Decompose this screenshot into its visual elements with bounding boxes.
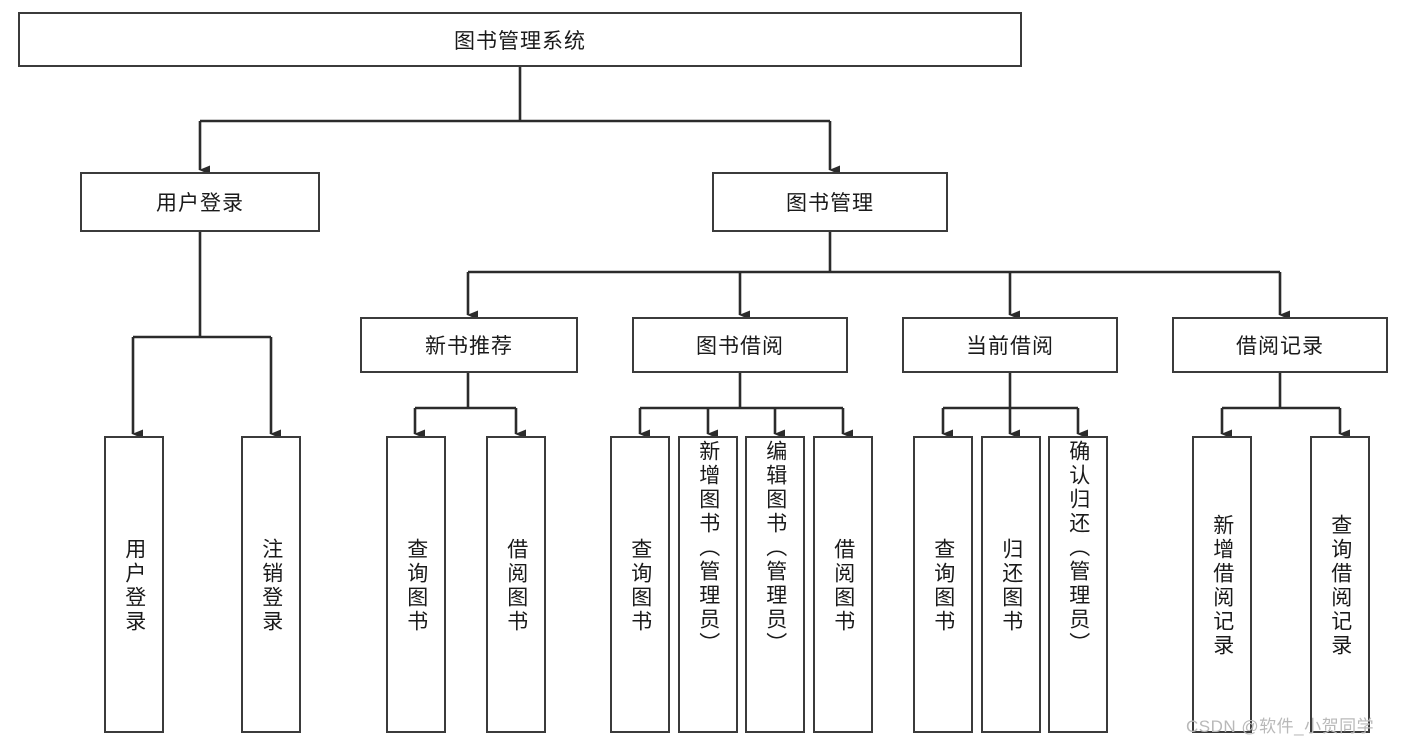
node-leaf-edit-book-label: 编辑图书（管理员） [763,440,787,656]
node-leaf-query-book-3[interactable]: 查询图书 [913,436,973,733]
node-leaf-return-book-label: 归还图书 [999,537,1023,634]
node-leaf-query-book-1[interactable]: 查询图书 [386,436,446,733]
node-leaf-borrow-book-2-label: 借阅图书 [831,537,855,634]
node-leaf-borrow-book-2[interactable]: 借阅图书 [813,436,873,733]
node-leaf-query-record[interactable]: 查询借阅记录 [1310,436,1370,733]
node-leaf-return-book[interactable]: 归还图书 [981,436,1041,733]
node-user-login-label: 用户登录 [156,192,244,215]
node-leaf-add-record[interactable]: 新增借阅记录 [1192,436,1252,733]
node-book-borrow[interactable]: 图书借阅 [632,317,848,373]
node-leaf-user-login[interactable]: 用户登录 [104,436,164,733]
node-leaf-confirm-return-label: 确认归还（管理员） [1066,440,1090,656]
node-root-label: 图书管理系统 [454,29,586,53]
node-leaf-add-record-label: 新增借阅记录 [1210,513,1234,658]
node-new-book-rec-label: 新书推荐 [425,335,513,358]
node-book-manage[interactable]: 图书管理 [712,172,948,232]
node-leaf-add-book-label: 新增图书（管理员） [696,440,720,656]
node-leaf-borrow-book-1-label: 借阅图书 [504,537,528,634]
node-leaf-query-record-label: 查询借阅记录 [1328,513,1352,658]
node-leaf-user-login-label: 用户登录 [122,537,146,634]
node-leaf-add-book[interactable]: 新增图书（管理员） [678,436,738,733]
node-book-borrow-label: 图书借阅 [696,335,784,358]
node-leaf-logout-login[interactable]: 注销登录 [241,436,301,733]
node-leaf-borrow-book-1[interactable]: 借阅图书 [486,436,546,733]
node-borrow-record-label: 借阅记录 [1236,335,1324,358]
watermark: CSDN @软件_小贺同学 [1186,717,1375,736]
node-leaf-confirm-return[interactable]: 确认归还（管理员） [1048,436,1108,733]
node-root[interactable]: 图书管理系统 [18,12,1022,67]
node-leaf-edit-book[interactable]: 编辑图书（管理员） [745,436,805,733]
node-borrow-record[interactable]: 借阅记录 [1172,317,1388,373]
node-leaf-query-book-3-label: 查询图书 [931,537,955,634]
node-user-login[interactable]: 用户登录 [80,172,320,232]
node-leaf-query-book-2-label: 查询图书 [628,537,652,634]
node-leaf-logout-login-label: 注销登录 [259,537,283,634]
node-book-manage-label: 图书管理 [786,192,874,215]
node-current-borrow-label: 当前借阅 [966,335,1054,358]
node-leaf-query-book-2[interactable]: 查询图书 [610,436,670,733]
node-new-book-rec[interactable]: 新书推荐 [360,317,578,373]
node-current-borrow[interactable]: 当前借阅 [902,317,1118,373]
node-leaf-query-book-1-label: 查询图书 [404,537,428,634]
